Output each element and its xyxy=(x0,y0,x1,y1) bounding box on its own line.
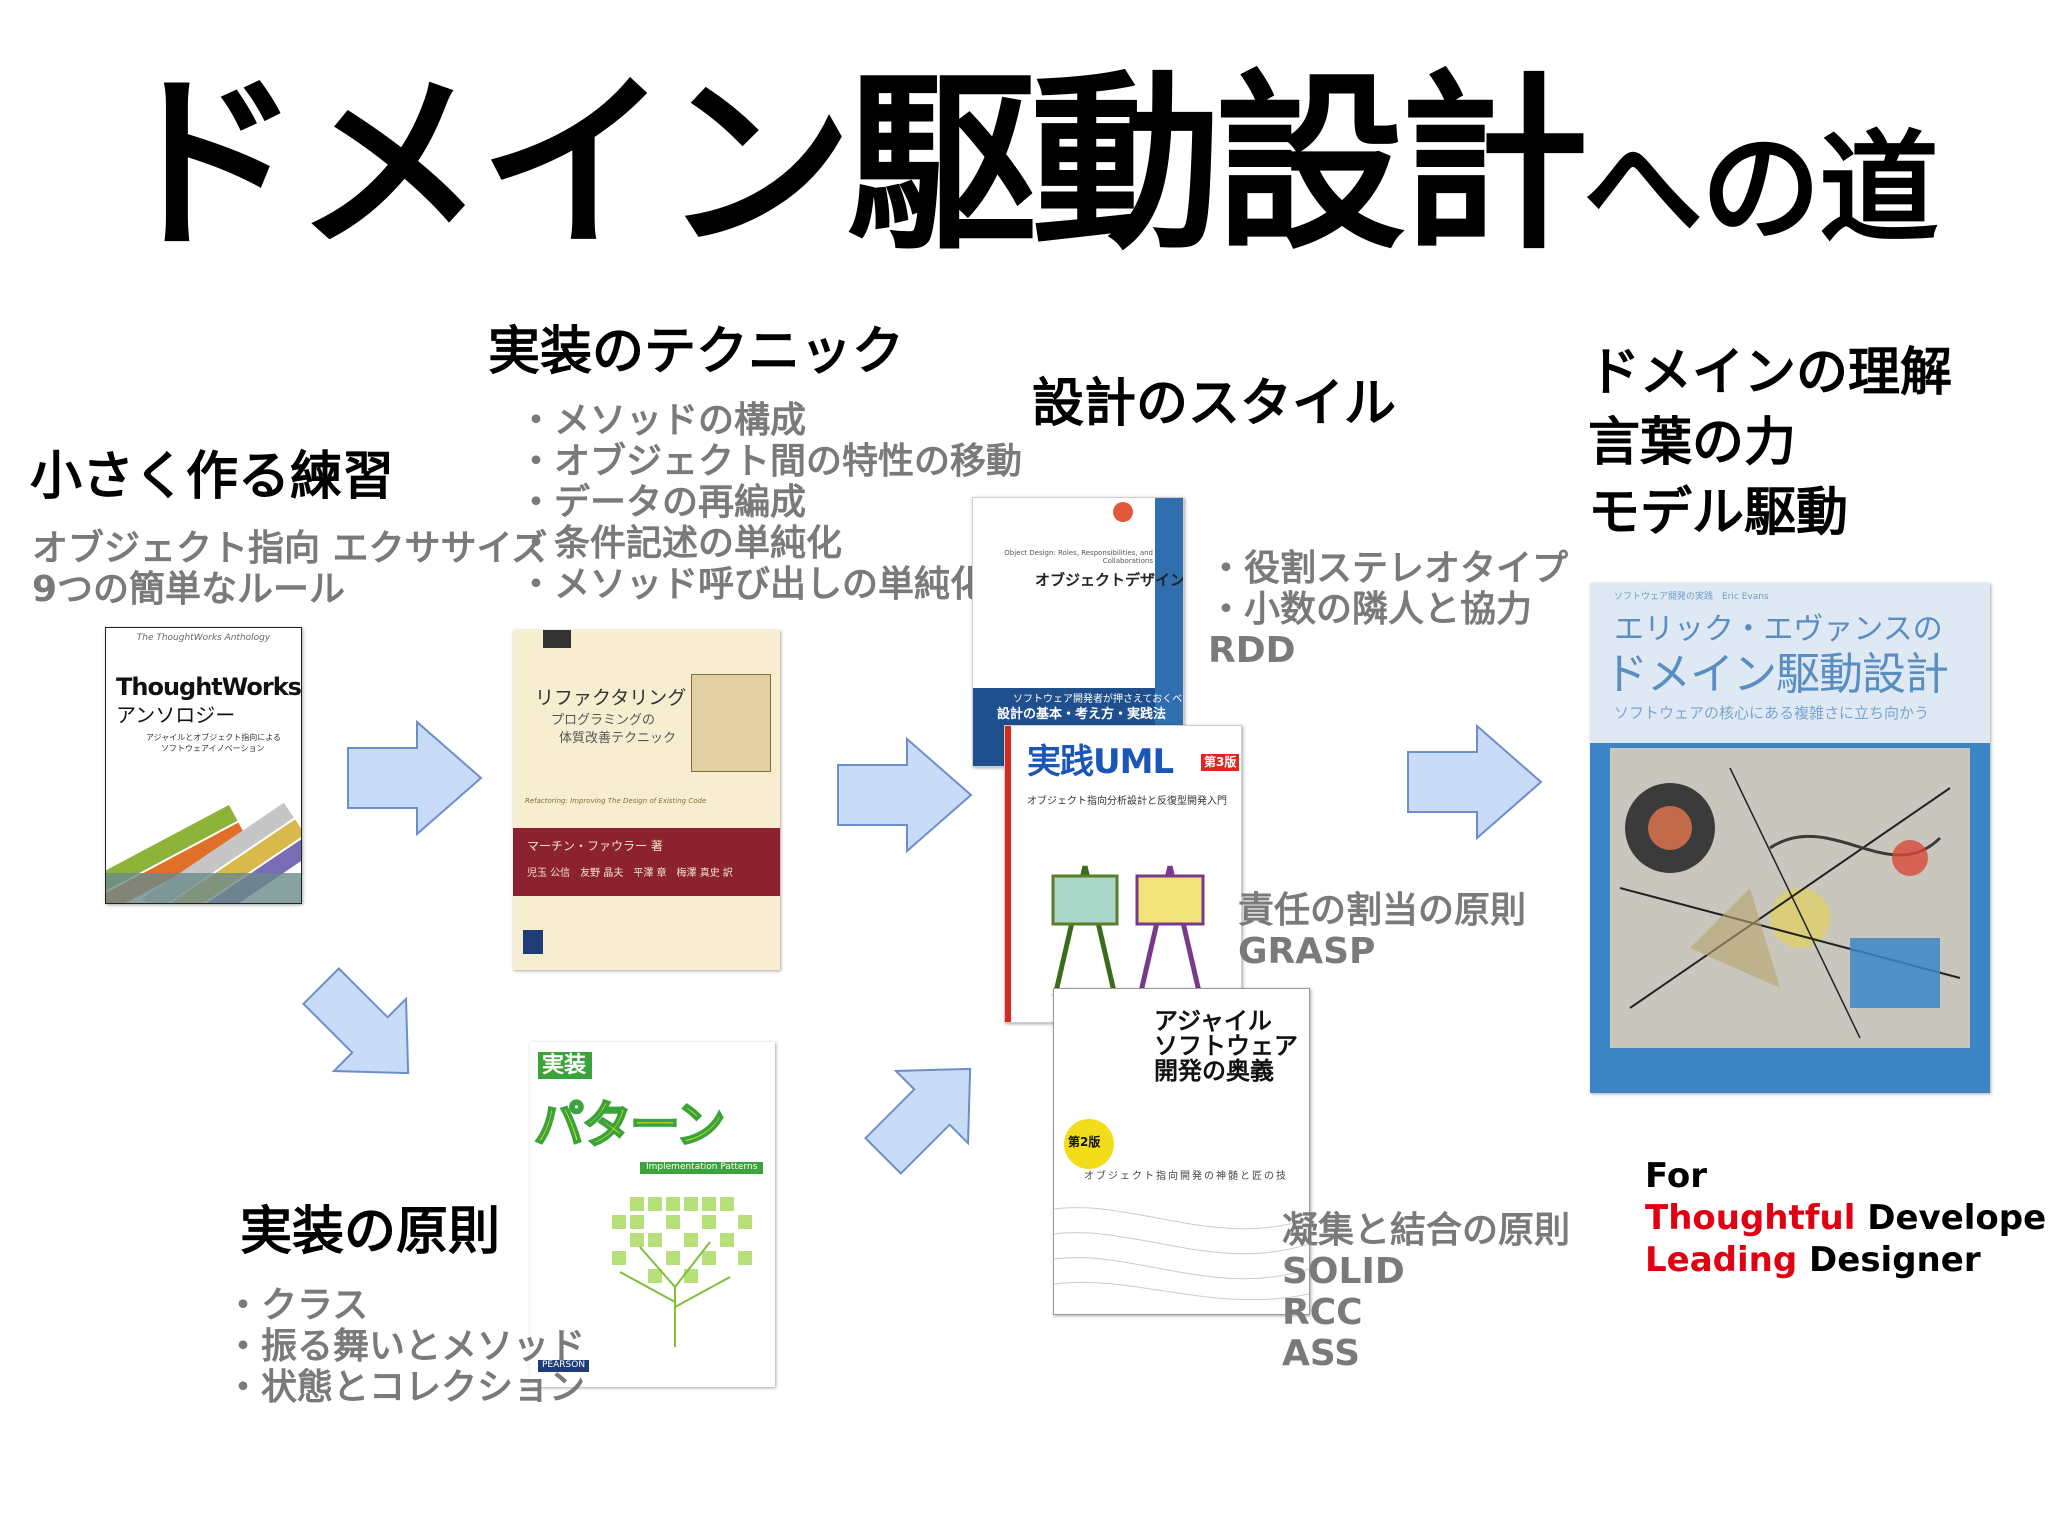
arrow-right-icon xyxy=(1407,723,1543,841)
book-author: マーチン・ファウラー 著 xyxy=(527,839,663,853)
style-line: 責任の割当の原則 xyxy=(1238,890,1527,931)
book-title: リファクタリング xyxy=(535,687,687,709)
domain-heading-line: 言葉の力 xyxy=(1588,413,1797,473)
style-line: RDD xyxy=(1208,630,1296,671)
book-sub: オブジェクト指向開発の神髄と匠の技 xyxy=(1084,1171,1288,1182)
book-spine xyxy=(1005,726,1011,1022)
book-title: ドメイン駆動設計 xyxy=(1604,649,1949,700)
arrow-up-right-icon xyxy=(864,1067,972,1175)
book-sub: 体質改善テクニック xyxy=(559,731,677,746)
style-line: SOLID xyxy=(1282,1251,1405,1292)
book-title: パターン xyxy=(533,1096,726,1154)
book-en-title: Object Design: Roles, Responsibilities, … xyxy=(1004,549,1153,565)
technique-lines: ・メソッドの構成 ・オブジェクト間の特性の移動 ・データの再編成 ・条件記述の単… xyxy=(518,400,1022,605)
tagline: For Thoughtful Developer Leading Designe… xyxy=(1645,1155,2048,1281)
style-heading: 設計のスタイル xyxy=(1032,374,1397,434)
kandinsky-painting xyxy=(1610,748,1970,1048)
book-title: エリック・エヴァンスの xyxy=(1614,612,1943,647)
book-translators: 児玉 公信 友野 晶夫 平澤 章 梅澤 真史 訳 xyxy=(527,868,733,879)
tagline-line: Thoughtful Developer xyxy=(1645,1197,2048,1239)
style-lines-b: 責任の割当の原則 GRASP xyxy=(1238,890,1526,972)
tagline-text: Designer xyxy=(1797,1240,1981,1280)
practice-line: 9つの簡単なルール xyxy=(32,569,346,610)
book-logo xyxy=(1113,502,1133,522)
style-line: ・役割ステレオタイプ xyxy=(1208,548,1569,589)
book-title: アジャイル ソフトウェア 開発の奥義 xyxy=(1154,1007,1298,1086)
tagline-line: Leading Designer xyxy=(1645,1239,2048,1281)
book-title: オブジェクトデザイン xyxy=(1035,571,1184,589)
principles-line: ・振る舞いとメソッド xyxy=(225,1326,586,1367)
style-line: 凝集と結合の原則 xyxy=(1282,1210,1571,1251)
practice-line: オブジェクト指向 エクササイズ xyxy=(32,528,548,569)
practice-lines: オブジェクト指向 エクササイズ 9つの簡単なルール xyxy=(32,528,547,610)
technique-line: ・条件記述の単純化 xyxy=(518,523,843,564)
book-logo xyxy=(543,630,571,648)
book-title: 実践UML xyxy=(1027,742,1174,782)
arrow-down-right-icon xyxy=(302,967,410,1075)
book-spine xyxy=(1155,498,1183,766)
style-line: ASS xyxy=(1282,1333,1361,1374)
style-lines-a: ・役割ステレオタイプ ・小数の隣人と協力 RDD xyxy=(1208,548,1568,671)
book-sub: オブジェクト指向分析設計と反復型開発入門 xyxy=(1027,796,1227,807)
book-domain-driven-design: ソフトウェア開発の実践 Eric Evans エリック・エヴァンスの ドメイン駆… xyxy=(1590,583,1990,1093)
arrow-right-icon xyxy=(347,719,483,837)
book-badge: 実装 xyxy=(538,1052,592,1080)
book-band-text: ソフトウェア開発者が押さえておくべき xyxy=(1013,694,1184,705)
book-band-text: 設計の基本・考え方・実践法 xyxy=(997,707,1167,722)
tagline-highlight: Thoughtful xyxy=(1645,1198,1856,1238)
books-stack-illustration xyxy=(106,788,301,903)
book-band xyxy=(513,828,780,896)
title-suffix: への道 xyxy=(1583,120,1939,259)
easel-illustration xyxy=(1051,865,1205,997)
style-line: GRASP xyxy=(1238,931,1376,972)
book-desc: アジャイルとオブジェクト指向による xyxy=(146,733,282,742)
style-line: ・小数の隣人と協力 xyxy=(1208,589,1533,630)
book-publisher-logo xyxy=(523,930,543,954)
book-cover-box xyxy=(691,674,771,772)
book-refactoring: リファクタリング プログラミングの 体質改善テクニック Refactoring:… xyxy=(513,630,780,970)
domain-heading-line: ドメインの理解 xyxy=(1588,343,1953,403)
book-wave-lines xyxy=(1054,1207,1309,1301)
book-sub: プログラミングの xyxy=(551,713,656,728)
principles-heading: 実装の原則 xyxy=(240,1202,501,1262)
principles-line: ・状態とコレクション xyxy=(225,1367,586,1408)
book-desc: ソフトウェアイノベーション xyxy=(161,744,265,753)
technique-line: ・メソッドの構成 xyxy=(518,400,807,441)
book-edition: 第3版 xyxy=(1201,754,1240,772)
book-implementation-patterns: 実装 パターン Implementation Patterns PEARSON xyxy=(530,1042,775,1387)
arrow-right-icon xyxy=(837,736,973,854)
book-agile-software-development: アジャイル ソフトウェア 開発の奥義 第2版 オブジェクト指向開発の神髄と匠の技 xyxy=(1053,988,1310,1315)
technique-heading: 実装のテクニック xyxy=(488,322,905,382)
book-series: The ThoughtWorks Anthology xyxy=(136,633,271,643)
book-practical-uml: 実践UML 第3版 オブジェクト指向分析設計と反復型開発入門 xyxy=(1004,725,1242,1023)
style-line: RCC xyxy=(1282,1292,1363,1333)
style-lines-c: 凝集と結合の原則 SOLID RCC ASS xyxy=(1282,1210,1570,1374)
book-en-title: Implementation Patterns xyxy=(640,1162,764,1174)
principles-lines: ・クラス ・振る舞いとメソッド ・状態とコレクション xyxy=(225,1285,585,1408)
domain-heading: ドメインの理解 言葉の力 モデル駆動 xyxy=(1588,338,1952,548)
book-publisher: PEARSON xyxy=(538,1360,590,1372)
tagline-for: For xyxy=(1645,1156,1707,1196)
domain-heading-line: モデル駆動 xyxy=(1588,483,1849,543)
title-main: ドメイン駆動設計 xyxy=(110,54,1589,275)
page-title: ドメイン駆動設計への道 xyxy=(0,70,2048,260)
book-thoughtworks-anthology: The ThoughtWorks Anthology ThoughtWorks … xyxy=(105,627,302,904)
pixel-tree-illustration xyxy=(612,1197,752,1347)
technique-line: ・データの再編成 xyxy=(518,482,807,523)
tagline-highlight: Leading xyxy=(1645,1240,1798,1280)
practice-heading: 小さく作る練習 xyxy=(30,447,395,507)
book-sub: ソフトウェアの核心にある複雑さに立ち向かう xyxy=(1614,704,1930,722)
tagline-text: Developer xyxy=(1855,1198,2048,1238)
technique-line: ・オブジェクト間の特性の移動 xyxy=(518,441,1023,482)
technique-line: ・メソッド呼び出しの単純化 xyxy=(518,564,987,605)
book-en-title: Refactoring: Improving The Design of Exi… xyxy=(525,797,707,805)
book-title-area xyxy=(1590,583,1990,743)
book-brand: ThoughtWorks xyxy=(116,673,301,701)
book-edition-badge xyxy=(1064,1119,1114,1169)
book-top-text: ソフトウェア開発の実践 Eric Evans xyxy=(1614,592,1769,602)
principles-line: ・クラス xyxy=(225,1285,369,1326)
book-edition: 第2版 xyxy=(1068,1135,1101,1149)
book-sub: アンソロジー xyxy=(116,703,236,727)
